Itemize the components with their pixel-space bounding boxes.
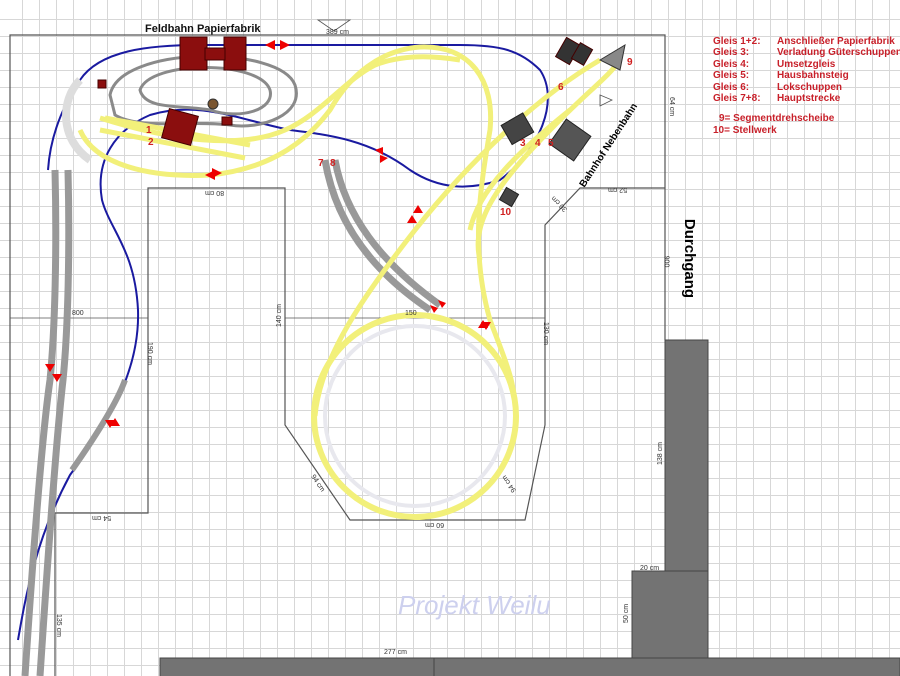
bottom-wall: [159, 657, 900, 676]
dimension-lines: [10, 19, 613, 319]
legend-extra: 10= Stellwerk: [713, 124, 777, 136]
dim-top-right: 52 cm: [608, 186, 628, 193]
dim-inner-top: 80 cm: [205, 189, 225, 196]
segmentdrehscheibe: [598, 43, 626, 71]
helix-loop: [311, 312, 519, 520]
track-number: 3: [520, 138, 526, 149]
legend: Gleis 1+2:Anschließer Papierfabrik Gleis…: [713, 36, 900, 136]
track-number: 6: [558, 82, 564, 93]
track-number: 10: [500, 207, 512, 218]
empfangsgebaeude: [548, 118, 592, 162]
dim-left-lower: 135 cm: [54, 614, 62, 637]
dim-left-bottom: 54 cm: [92, 514, 112, 521]
legend-row: Gleis 6:Lokschuppen: [713, 81, 843, 93]
track-number: 5: [548, 138, 554, 149]
legend-row: Gleis 1+2:Anschließer Papierfabrik: [713, 36, 895, 47]
dim-step: 20 cm: [640, 565, 660, 572]
legend-row: Gleis 5:Hausbahnsteig: [713, 70, 849, 82]
track-number: 2: [148, 137, 154, 148]
direction-markers: [45, 40, 491, 428]
legend-row: Gleis 4:Umsetzgleis: [713, 58, 836, 70]
track-number: 8: [330, 158, 336, 169]
dim-step-height: 50 cm: [623, 603, 631, 624]
passage-label: Durchgang: [681, 218, 699, 299]
track-number: 1: [146, 125, 152, 136]
papierfabrik-building: [223, 36, 247, 71]
dim-small-right: 64 cm: [668, 96, 676, 117]
papierfabrik-building: [161, 108, 199, 146]
track-number: 9: [627, 57, 633, 68]
legend-extra: 9= Segmentdrehscheibe: [719, 113, 835, 125]
dim-left-width: 800: [72, 310, 84, 317]
dim-bottom: 277 cm: [384, 649, 407, 656]
dim-left-depth: 190 cm: [145, 342, 153, 365]
walls: [159, 339, 900, 676]
dim-top: 389 cm: [326, 29, 349, 36]
buildings: [97, 36, 626, 208]
legend-row: Gleis 3:Verladung Güterschuppen: [713, 47, 900, 59]
dim-loop-bottom: 60 cm: [425, 521, 445, 528]
layout-title: Feldbahn Papierfabrik: [145, 23, 261, 35]
dim-right-depth: 130 cm: [541, 322, 549, 345]
papierfabrik-building: [179, 36, 208, 71]
dim-right-edge: 900: [662, 255, 670, 268]
gray-tracks: [21, 159, 443, 676]
track-number: 7: [318, 158, 324, 169]
dim-wall: 138 cm: [656, 442, 664, 465]
gueterschuppen: [500, 112, 535, 146]
main-track-yellow: [77, 44, 623, 520]
board-outline: [9, 34, 666, 676]
dim-loop-width: 150: [405, 310, 417, 317]
dim-inner-depth: 140 cm: [275, 304, 283, 327]
stellwerk: [498, 186, 520, 208]
legend-row: Gleis 7+8:Hauptstrecke: [713, 93, 841, 105]
watermark: Projekt Weilu: [398, 590, 551, 620]
track-number: 4: [535, 138, 541, 149]
